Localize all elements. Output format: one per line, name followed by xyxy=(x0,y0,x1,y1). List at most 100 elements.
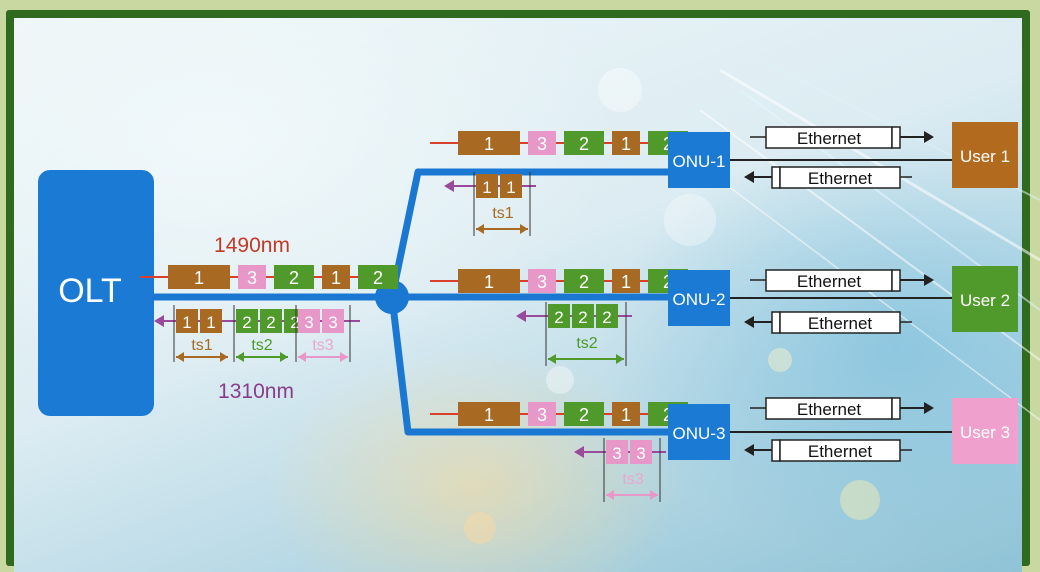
branch-1-downstream-packet-label: 3 xyxy=(537,134,547,154)
trunk-downstream-packet-label: 3 xyxy=(247,268,257,288)
trunk-downstream-packet xyxy=(274,265,314,289)
fiber-network xyxy=(150,168,672,436)
trunk-slot-dimension-right-head xyxy=(340,352,348,362)
branch-1-upstream-packet xyxy=(500,174,522,198)
branch-2-upstream-packet xyxy=(548,304,570,328)
branch-2-downstream-packet-label: 3 xyxy=(537,272,547,292)
branch-3-downstream-packet xyxy=(564,402,604,426)
branch-fiber-3 xyxy=(388,293,672,436)
onu-1-label: ONU-1 xyxy=(673,152,726,171)
eth-in-1-arrow-head xyxy=(744,171,754,183)
branch-1-slot-label: ts1 xyxy=(492,205,513,222)
branch-1-downstream-packet-label: 1 xyxy=(484,134,494,154)
branch-2-downstream-packet xyxy=(564,269,604,293)
branch-3-downstream-packet xyxy=(528,402,556,426)
trunk-slot-label: ts1 xyxy=(191,337,212,354)
branch-2-slot-dimension-left-head xyxy=(548,354,556,364)
user-1-box xyxy=(952,122,1018,188)
branch-1-upstream-packet-label: 1 xyxy=(482,178,491,197)
trunk-upstream-packet xyxy=(176,309,198,333)
trunk-upstream-arrow-head xyxy=(154,315,164,327)
branch-3-downstream-packet-label: 1 xyxy=(484,405,494,425)
trunk-downstream-packet xyxy=(322,265,350,289)
onu-2-label: ONU-2 xyxy=(673,290,726,309)
trunk-upstream-packet xyxy=(200,309,222,333)
trunk-downstream-packet-label: 1 xyxy=(331,268,341,288)
trunk-upstream-packet-label: 3 xyxy=(328,313,337,332)
eth-out-3-arrow-head xyxy=(924,402,934,414)
eth-in-3-arrow-head xyxy=(744,444,754,456)
branch-2-downstream-packet xyxy=(612,269,640,293)
user-2-label: User 2 xyxy=(960,291,1010,310)
branch-3-slot-dimension-left-head xyxy=(606,490,614,500)
trunk-downstream-packet-label: 2 xyxy=(289,268,299,288)
trunk-upstream-packet-label: 2 xyxy=(290,313,299,332)
onu-3-box xyxy=(668,404,730,460)
olt-box xyxy=(38,170,154,416)
branch-3-downstream-packet-label: 2 xyxy=(579,405,589,425)
trunk-downstream-packet xyxy=(358,265,398,289)
branch-3-downstream-packet xyxy=(458,402,520,426)
branch-2-slot-label: ts2 xyxy=(576,335,597,352)
trunk-upstream-packet xyxy=(236,309,258,333)
branch-2-downstream-packet-label: 1 xyxy=(621,272,631,292)
branch-1-slot-dimension-right-head xyxy=(520,224,528,234)
trunk-upstream-packet-label: 1 xyxy=(182,313,191,332)
eth-out-3-label: Ethernet xyxy=(797,400,862,419)
branch-3-upstream-packet xyxy=(630,440,652,464)
trunk-downstream-packet-label: 1 xyxy=(194,268,204,288)
upstream-wavelength: 1310nm xyxy=(218,380,294,403)
branch-2-slot-dimension-right-head xyxy=(616,354,624,364)
user-1-label: User 1 xyxy=(960,147,1010,166)
branch-3-downstream-packet-label: 3 xyxy=(537,405,547,425)
branch-2-upstream-packet-label: 2 xyxy=(578,308,587,327)
trunk-upstream-packet-label: 2 xyxy=(266,313,275,332)
trunk-slot-label: ts2 xyxy=(251,337,272,354)
olt-label: OLT xyxy=(58,272,122,310)
branch-2-downstream-packet xyxy=(458,269,520,293)
eth-out-1-label: Ethernet xyxy=(797,129,862,148)
branch-1-upstream-packet xyxy=(476,174,498,198)
trunk-slot-dimension-right-head xyxy=(220,352,228,362)
trunk-upstream-packet-label: 2 xyxy=(242,313,251,332)
trunk-downstream-packet xyxy=(168,265,230,289)
branch-3-slot-dimension-right-head xyxy=(650,490,658,500)
eth-in-2-arrow-head xyxy=(744,316,754,328)
eth-out-2-tail xyxy=(891,269,901,292)
branch-fiber-1 xyxy=(388,168,672,301)
branch-2-upstream-packet xyxy=(596,304,618,328)
trunk-slot-dimension-left-head xyxy=(176,352,184,362)
branch-3-upstream-packet-label: 3 xyxy=(612,444,621,463)
branch-3-downstream-packet-label: 1 xyxy=(621,405,631,425)
branch-2-upstream-packet xyxy=(572,304,594,328)
branch-1-downstream-packet-label: 1 xyxy=(621,134,631,154)
branch-3-downstream-packet xyxy=(612,402,640,426)
branch-3-upstream-packet xyxy=(606,440,628,464)
eth-in-1-label: Ethernet xyxy=(808,169,873,188)
trunk-slot-dimension-left-head xyxy=(298,352,306,362)
eth-out-2-label: Ethernet xyxy=(797,272,862,291)
branch-1-downstream-packet-label: 2 xyxy=(579,134,589,154)
trunk-upstream-packet xyxy=(298,309,320,333)
eth-in-1-tail xyxy=(771,166,781,189)
eth-in-3-label: Ethernet xyxy=(808,442,873,461)
branch-2-downstream-packet-label: 1 xyxy=(484,272,494,292)
eth-out-2-arrow-head xyxy=(924,274,934,286)
user-3-box xyxy=(952,398,1018,464)
branch-2-upstream-arrow-head xyxy=(516,310,526,322)
onu-2-box xyxy=(668,270,730,326)
eth-out-1-tail xyxy=(891,126,901,149)
trunk-slot-dimension-right-head xyxy=(280,352,288,362)
trunk-upstream-packet xyxy=(260,309,282,333)
downstream-wavelength: 1490nm xyxy=(214,234,290,257)
branch-2-upstream-packet-label: 2 xyxy=(554,308,563,327)
branch-1-upstream-packet-label: 1 xyxy=(506,178,515,197)
branch-2-downstream-packet-label: 2 xyxy=(579,272,589,292)
onu-1-box xyxy=(668,132,730,188)
branch-1-upstream-arrow-head xyxy=(444,180,454,192)
packet-layer: 1321213212132121321211ts1222ts233ts3ONU-… xyxy=(140,122,1018,502)
branch-1-downstream-packet xyxy=(612,131,640,155)
branch-1-slot-dimension-left-head xyxy=(476,224,484,234)
